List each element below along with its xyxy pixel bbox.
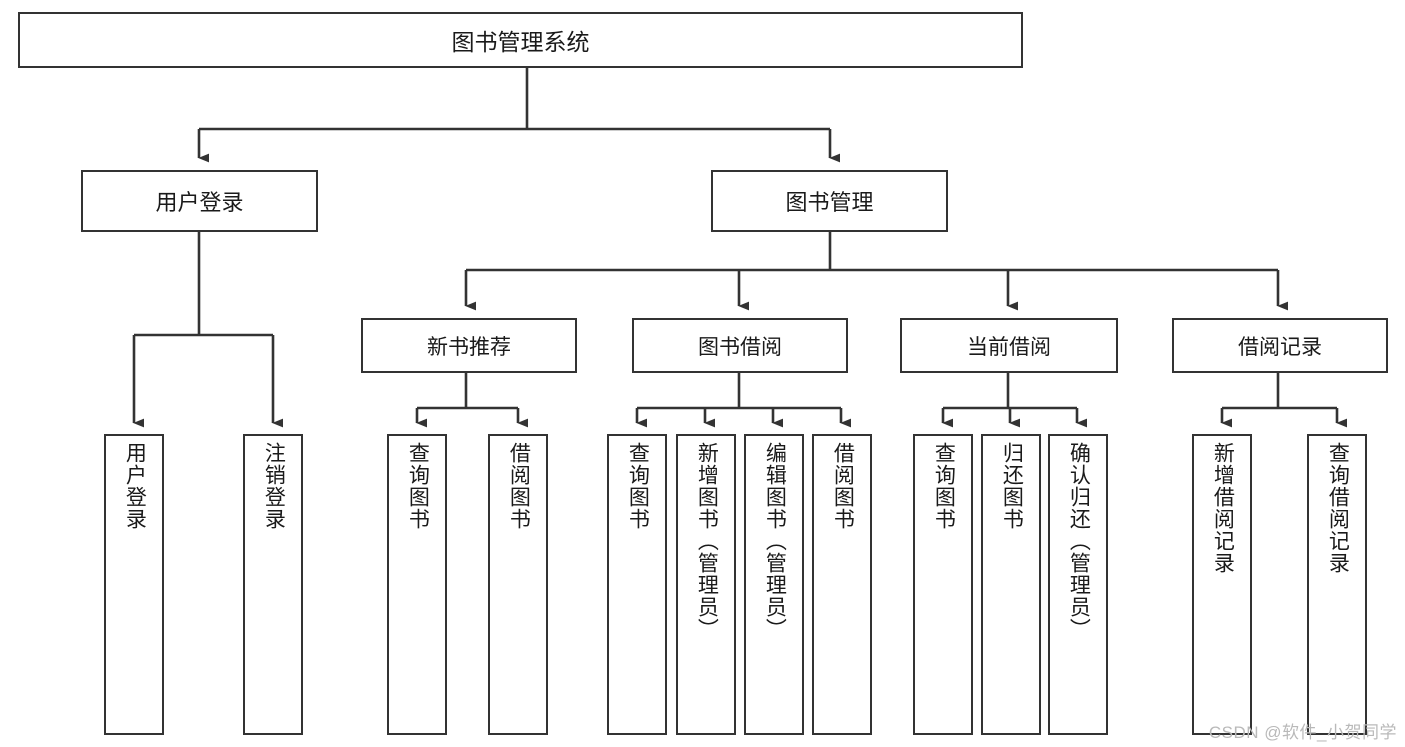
node-current-borrow[interactable]: 当前借阅: [900, 318, 1118, 373]
node-current-borrow-label: 当前借阅: [967, 335, 1051, 359]
node-leaf-query-record-label: 查询借阅记录: [1326, 442, 1350, 574]
node-leaf-query-book-1[interactable]: 查询图书: [387, 434, 447, 735]
node-leaf-add-book-label: 新增图书（管理员）: [695, 442, 719, 640]
node-new-book-recommend[interactable]: 新书推荐: [361, 318, 577, 373]
node-leaf-borrow-book-2[interactable]: 借阅图书: [812, 434, 872, 735]
node-leaf-return-book[interactable]: 归还图书: [981, 434, 1041, 735]
node-book-manage-label: 图书管理: [785, 190, 874, 215]
node-leaf-edit-book-label: 编辑图书（管理员）: [763, 442, 787, 640]
node-leaf-query-book-3[interactable]: 查询图书: [913, 434, 973, 735]
node-user-login[interactable]: 用户登录: [81, 170, 318, 232]
node-leaf-query-book-2-label: 查询图书: [626, 442, 650, 530]
node-leaf-return-book-label: 归还图书: [1000, 442, 1024, 530]
csdn-watermark: CSDN @软件_小贺同学: [1208, 723, 1397, 742]
node-new-book-recommend-label: 新书推荐: [427, 335, 511, 359]
node-borrow-record[interactable]: 借阅记录: [1172, 318, 1388, 373]
node-root[interactable]: 图书管理系统: [18, 12, 1023, 68]
node-leaf-query-book-1-label: 查询图书: [406, 442, 430, 530]
node-book-borrow-label: 图书借阅: [698, 335, 782, 359]
node-book-borrow[interactable]: 图书借阅: [632, 318, 848, 373]
node-leaf-user-login-label: 用户登录: [123, 442, 147, 530]
node-leaf-logout-label: 注销登录: [262, 442, 286, 530]
node-leaf-logout[interactable]: 注销登录: [243, 434, 303, 735]
node-leaf-user-login[interactable]: 用户登录: [104, 434, 164, 735]
node-leaf-confirm-return[interactable]: 确认归还（管理员）: [1048, 434, 1108, 735]
node-leaf-borrow-book-2-label: 借阅图书: [831, 442, 855, 530]
node-book-manage[interactable]: 图书管理: [711, 170, 948, 232]
node-leaf-edit-book[interactable]: 编辑图书（管理员）: [744, 434, 804, 735]
node-leaf-add-record-label: 新增借阅记录: [1211, 442, 1235, 574]
node-leaf-query-book-3-label: 查询图书: [932, 442, 956, 530]
node-leaf-confirm-return-label: 确认归还（管理员）: [1067, 442, 1091, 640]
node-leaf-borrow-book-1-label: 借阅图书: [507, 442, 531, 530]
node-leaf-query-record[interactable]: 查询借阅记录: [1307, 434, 1367, 735]
node-user-login-label: 用户登录: [155, 190, 244, 215]
node-leaf-borrow-book-1[interactable]: 借阅图书: [488, 434, 548, 735]
node-borrow-record-label: 借阅记录: [1238, 335, 1322, 359]
node-root-label: 图书管理系统: [451, 29, 590, 55]
node-leaf-query-book-2[interactable]: 查询图书: [607, 434, 667, 735]
node-leaf-add-record[interactable]: 新增借阅记录: [1192, 434, 1252, 735]
node-leaf-add-book[interactable]: 新增图书（管理员）: [676, 434, 736, 735]
